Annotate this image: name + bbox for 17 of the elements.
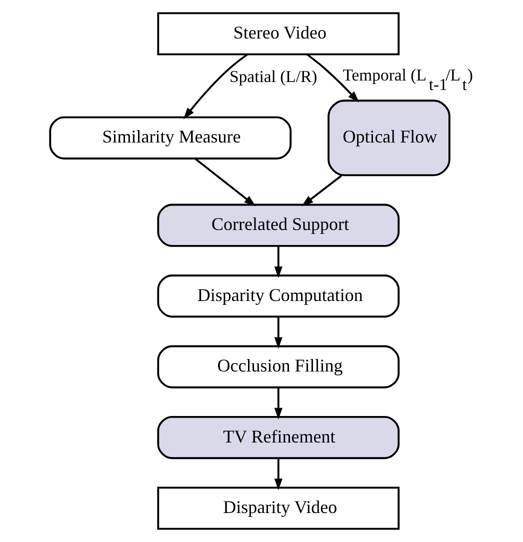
arrow (306, 54, 359, 102)
arrow (274, 316, 282, 349)
arrow (274, 458, 282, 490)
node-box: Correlated Support (156, 204, 400, 247)
edge-label: Spatial (L/R) (229, 66, 317, 86)
node-box: Disparity Video (156, 486, 400, 530)
node-box: Disparity Computation (156, 274, 400, 318)
arrow (301, 174, 342, 206)
node-box: Stereo Video (156, 12, 400, 56)
node-box: Occlusion Filling (156, 345, 400, 388)
node-box: Similarity Measure (48, 116, 292, 160)
arrow (274, 246, 282, 278)
node-box: Optical Flow (327, 100, 450, 176)
arrow (182, 54, 248, 120)
arrow (194, 158, 256, 206)
arrow (274, 387, 282, 420)
node-box: TV Refinement (156, 416, 400, 460)
